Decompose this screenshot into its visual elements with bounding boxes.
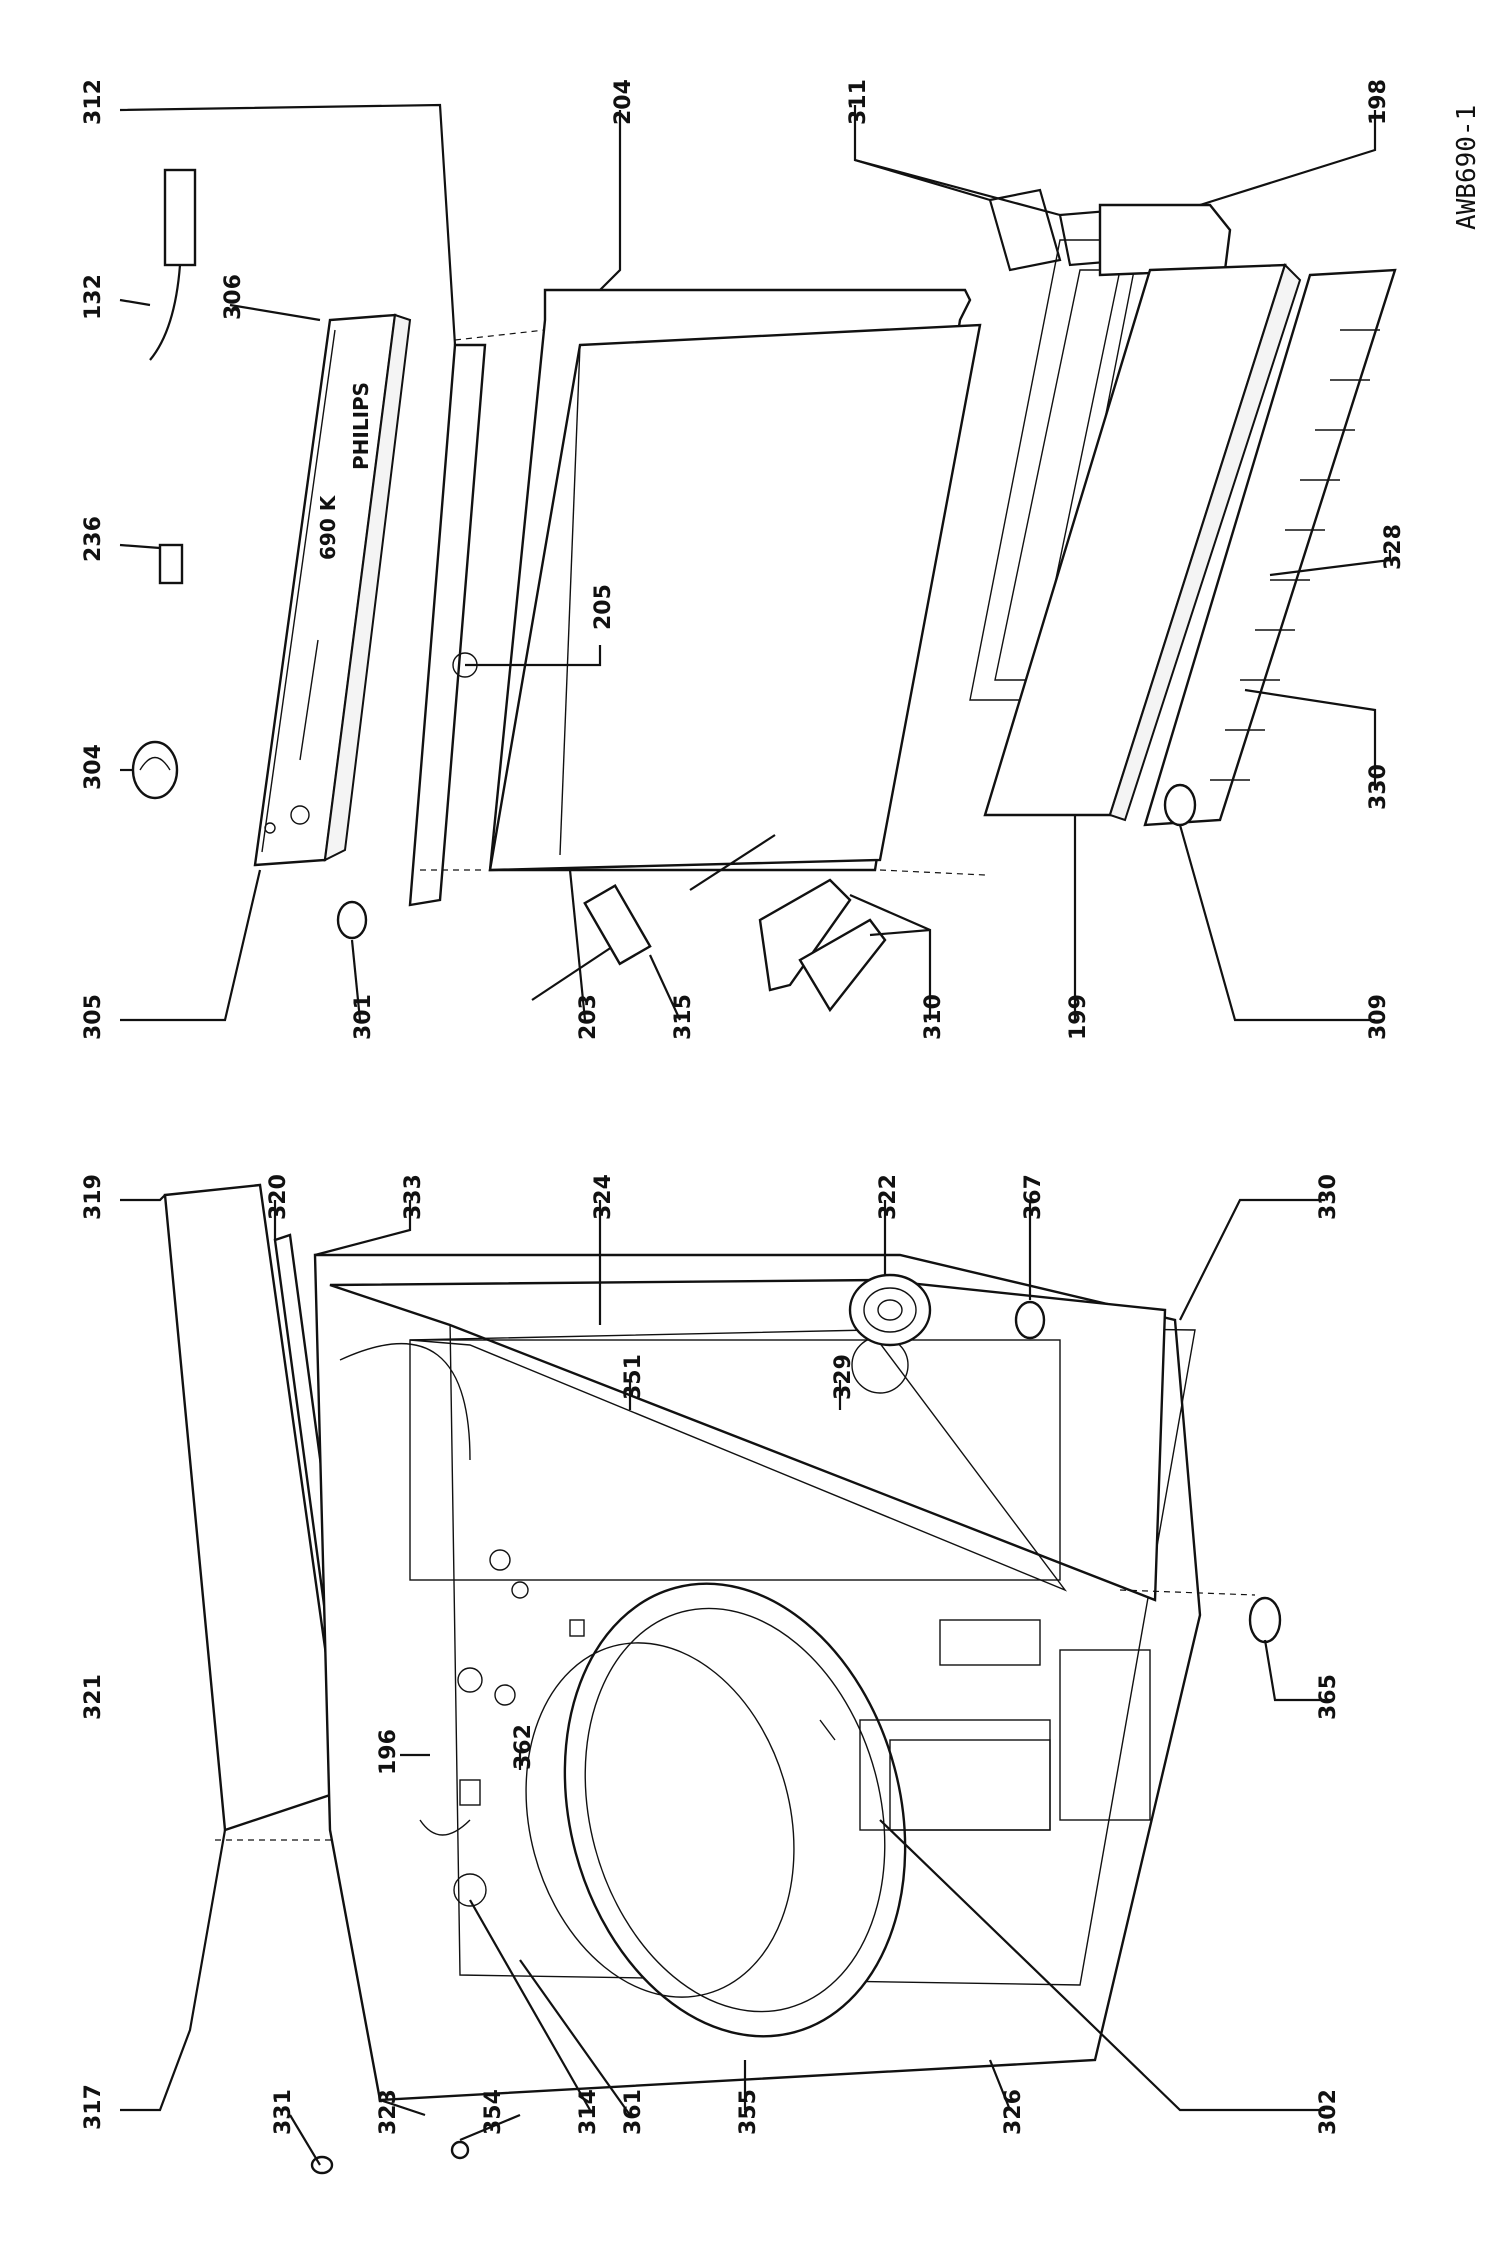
label-365: 365 bbox=[1316, 1674, 1341, 1720]
label-306: 306 bbox=[221, 274, 246, 320]
cable bbox=[149, 168, 197, 361]
panel-brand-text: PHILIPS bbox=[349, 382, 373, 470]
foot bbox=[1163, 783, 1197, 827]
label-132: 132 bbox=[81, 274, 106, 320]
label-361: 361 bbox=[621, 2089, 646, 2135]
label-199: 199 bbox=[1066, 994, 1091, 1040]
lower-box bbox=[983, 263, 1302, 822]
label-314: 314 bbox=[576, 2089, 601, 2135]
door bbox=[488, 288, 982, 872]
label-331: 331 bbox=[271, 2089, 296, 2135]
label-351: 351 bbox=[621, 1354, 646, 1400]
reference-code: AWB690-1 bbox=[1452, 105, 1482, 230]
label-305: 305 bbox=[81, 994, 106, 1040]
spring bbox=[531, 834, 776, 1001]
component-box bbox=[1098, 203, 1232, 277]
label-354: 354 bbox=[481, 2089, 506, 2135]
label-203: 203 bbox=[576, 994, 601, 1040]
hinge-brackets bbox=[758, 878, 887, 1013]
cabinet-body bbox=[313, 1253, 1202, 2102]
plug-367 bbox=[1014, 1300, 1046, 1340]
cabinet-assembly bbox=[163, 1183, 1282, 2175]
label-196: 196 bbox=[376, 1729, 401, 1775]
label-205: 205 bbox=[591, 584, 616, 630]
label-310: 310 bbox=[921, 994, 946, 1040]
label-321: 321 bbox=[81, 1674, 106, 1720]
label-317: 317 bbox=[81, 2084, 106, 2130]
label-301: 301 bbox=[351, 994, 376, 1040]
label-355: 355 bbox=[736, 2089, 761, 2135]
upper-assembly: 690 K PHILIPS bbox=[131, 168, 1397, 1013]
label-319: 319 bbox=[81, 1174, 106, 1220]
label-323: 323 bbox=[376, 2089, 401, 2135]
label-330a: 330 bbox=[1366, 764, 1391, 810]
drum-opening bbox=[563, 1582, 907, 2038]
vent-grille bbox=[1143, 268, 1397, 827]
label-324: 324 bbox=[591, 1174, 616, 1220]
label-309: 309 bbox=[1366, 994, 1391, 1040]
knob bbox=[131, 740, 179, 800]
switch bbox=[158, 543, 184, 585]
door-strip bbox=[408, 343, 487, 907]
label-320: 320 bbox=[266, 1174, 291, 1220]
panel-model-text: 690 K bbox=[316, 494, 340, 560]
label-367: 367 bbox=[1021, 1174, 1046, 1220]
label-326: 326 bbox=[1001, 2089, 1026, 2135]
label-322: 322 bbox=[876, 1174, 901, 1220]
label-204: 204 bbox=[611, 79, 636, 125]
label-312: 312 bbox=[81, 79, 106, 125]
label-333: 333 bbox=[401, 1174, 426, 1220]
part-labels: 312 204 311 198 132 306 236 205 304 328 … bbox=[81, 79, 1406, 2135]
label-362: 362 bbox=[511, 1724, 536, 1770]
label-236: 236 bbox=[81, 516, 106, 562]
label-329: 329 bbox=[831, 1354, 856, 1400]
label-330b: 330 bbox=[1316, 1174, 1341, 1220]
label-304: 304 bbox=[81, 744, 106, 790]
label-198: 198 bbox=[1366, 79, 1391, 125]
label-315: 315 bbox=[671, 994, 696, 1040]
plug bbox=[336, 900, 368, 940]
leader-lines bbox=[119, 103, 1392, 2166]
foot-365 bbox=[1248, 1596, 1282, 1644]
label-328: 328 bbox=[1381, 524, 1406, 570]
label-302: 302 bbox=[1316, 2089, 1341, 2135]
control-panel: 690 K PHILIPS bbox=[253, 313, 412, 867]
label-311: 311 bbox=[846, 79, 871, 125]
